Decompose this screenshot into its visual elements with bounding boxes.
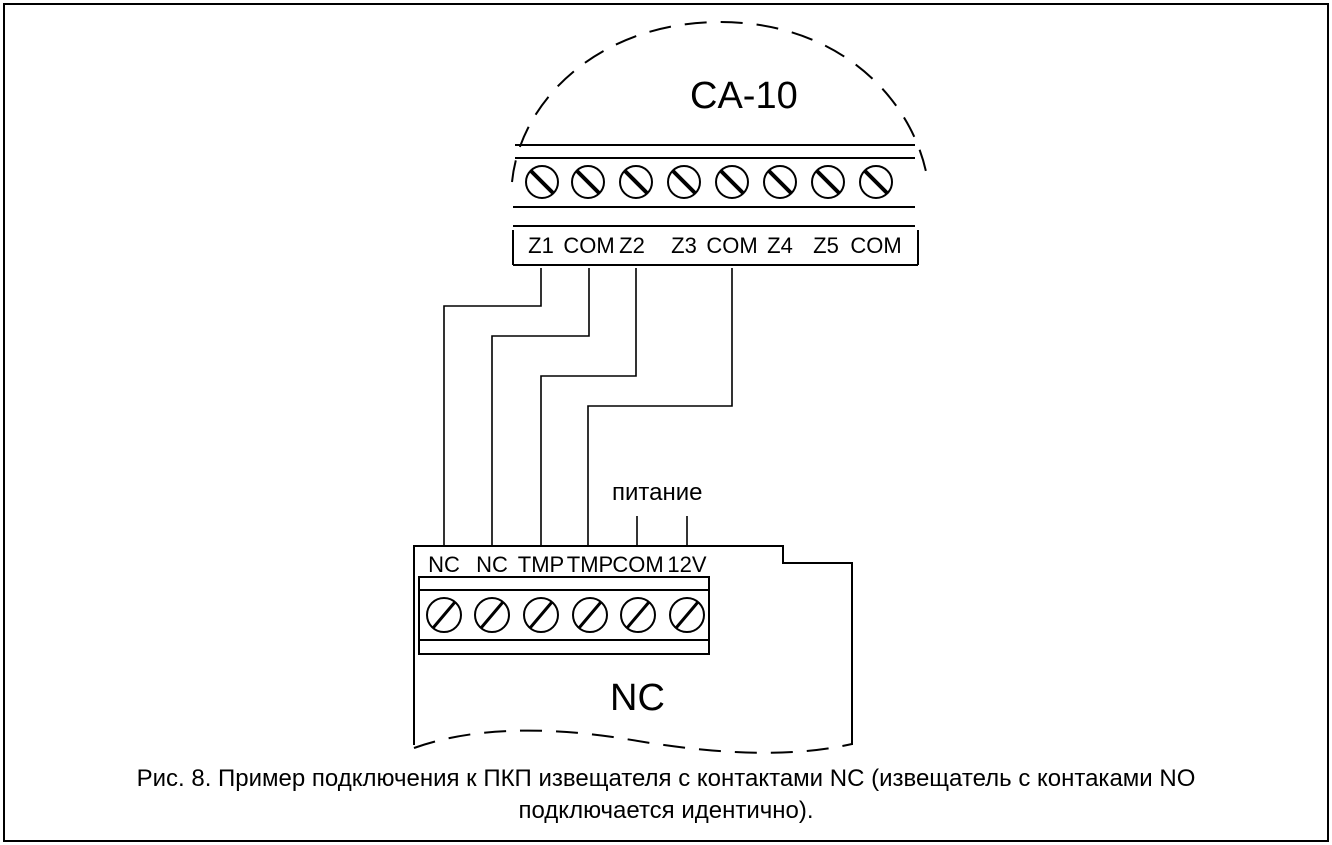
detector-screw xyxy=(669,597,705,633)
ca10-screw xyxy=(811,165,845,199)
ca10-terminal-label: COM xyxy=(706,233,757,258)
power-label: питание xyxy=(612,479,702,506)
ca10-terminal-label: COM xyxy=(563,233,614,258)
ca10-terminal-label: Z1 xyxy=(528,233,554,258)
wire-com-nc xyxy=(491,268,590,546)
ca10-terminal-label: Z4 xyxy=(767,233,793,258)
ca10-screw xyxy=(763,165,797,199)
ca10-dashed-outline xyxy=(511,20,929,183)
detector-screw-slot xyxy=(431,601,457,629)
ca10-terminal-label: Z2 xyxy=(619,233,645,258)
figure-frame xyxy=(3,3,1329,842)
detector-screw xyxy=(474,597,510,633)
ca10-screw-slot xyxy=(529,169,555,195)
detector-terminal-label: NC xyxy=(476,552,508,577)
caption-line-2: подключается идентично). xyxy=(518,797,814,824)
detector-screw-slot xyxy=(625,601,651,629)
detector-terminal-label: TMP xyxy=(567,552,613,577)
ca10-screw-slot xyxy=(671,169,697,195)
caption-line-1: Рис. 8. Пример подключения к ПКП извещат… xyxy=(136,765,1196,792)
wire-z2-tmp xyxy=(540,268,637,546)
detector-screw xyxy=(426,597,462,633)
ca10-terminal-label: Z3 xyxy=(671,233,697,258)
ca10-screw-slot xyxy=(575,169,601,195)
ca10-screw-slot xyxy=(767,169,793,195)
wires: питание xyxy=(443,268,733,546)
ca10-title: CA-10 xyxy=(690,75,798,117)
figure-caption: Рис. 8. Пример подключения к ПКП извещат… xyxy=(14,763,1318,827)
detector-outline xyxy=(413,545,853,745)
detector-screw-slot xyxy=(479,601,505,629)
ca10-screw-slot xyxy=(815,169,841,195)
detector-screw-slot xyxy=(528,601,554,629)
ca10-screw xyxy=(619,165,653,199)
ca10-screw xyxy=(525,165,559,199)
detector-terminal-label: 12V xyxy=(667,552,706,577)
wire-com-tmp xyxy=(587,268,733,546)
ca10-terminal-label: COM xyxy=(850,233,901,258)
detector-terminal-label: COM xyxy=(612,552,663,577)
detector-screw-slot xyxy=(577,601,603,629)
ca10-screw-slot xyxy=(623,169,649,195)
detector-terminal-block xyxy=(418,576,710,655)
ca10-screws xyxy=(525,165,893,199)
ca10-screw xyxy=(859,165,893,199)
detector-screw-slot xyxy=(674,601,700,629)
ca10-screw xyxy=(571,165,605,199)
wire-z1-nc xyxy=(443,268,542,546)
ca10-terminal-label: Z5 xyxy=(813,233,839,258)
detector-screw xyxy=(620,597,656,633)
ca10-screw-slot xyxy=(719,169,745,195)
detector-title: NC xyxy=(610,677,665,719)
detector-screws xyxy=(426,597,705,633)
ca10-screw-slot xyxy=(863,169,889,195)
detector-dashed-bottom xyxy=(413,729,853,754)
detector-screw xyxy=(523,597,559,633)
detector-screw xyxy=(572,597,608,633)
detector-terminal-label: TMP xyxy=(518,552,564,577)
detector-terminal-label: NC xyxy=(428,552,460,577)
ca10-screw xyxy=(667,165,701,199)
ca10-screw xyxy=(715,165,749,199)
